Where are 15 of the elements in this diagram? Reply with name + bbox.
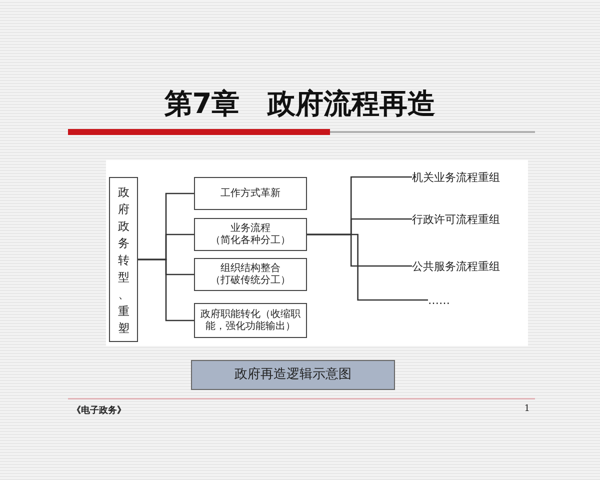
caption-box: 政府再造逻辑示意图 <box>191 360 395 390</box>
process-box: 政府政务转型、重塑 <box>109 177 138 342</box>
page-number: 1 <box>523 404 530 416</box>
slide-title: 第7章 政府流程再造 <box>163 86 437 122</box>
process-box: 组织结构整合 （打破传统分工） <box>194 258 307 291</box>
connector-line <box>138 258 194 322</box>
connector-line <box>307 234 428 301</box>
branch-label: 公共服务流程重组 <box>412 257 504 275</box>
process-box: 业务流程 （简化各种分工） <box>194 218 307 251</box>
branch-label: 机关业务流程重组 <box>412 168 504 186</box>
process-box: 工作方式革新 <box>194 177 307 210</box>
process-box: 政府职能转化（收缩职能，强化功能输出） <box>194 303 307 338</box>
branch-label: …… <box>428 291 458 309</box>
footer-text: 《电子政务》 <box>72 404 127 418</box>
branch-label: 行政许可流程重组 <box>412 210 504 228</box>
